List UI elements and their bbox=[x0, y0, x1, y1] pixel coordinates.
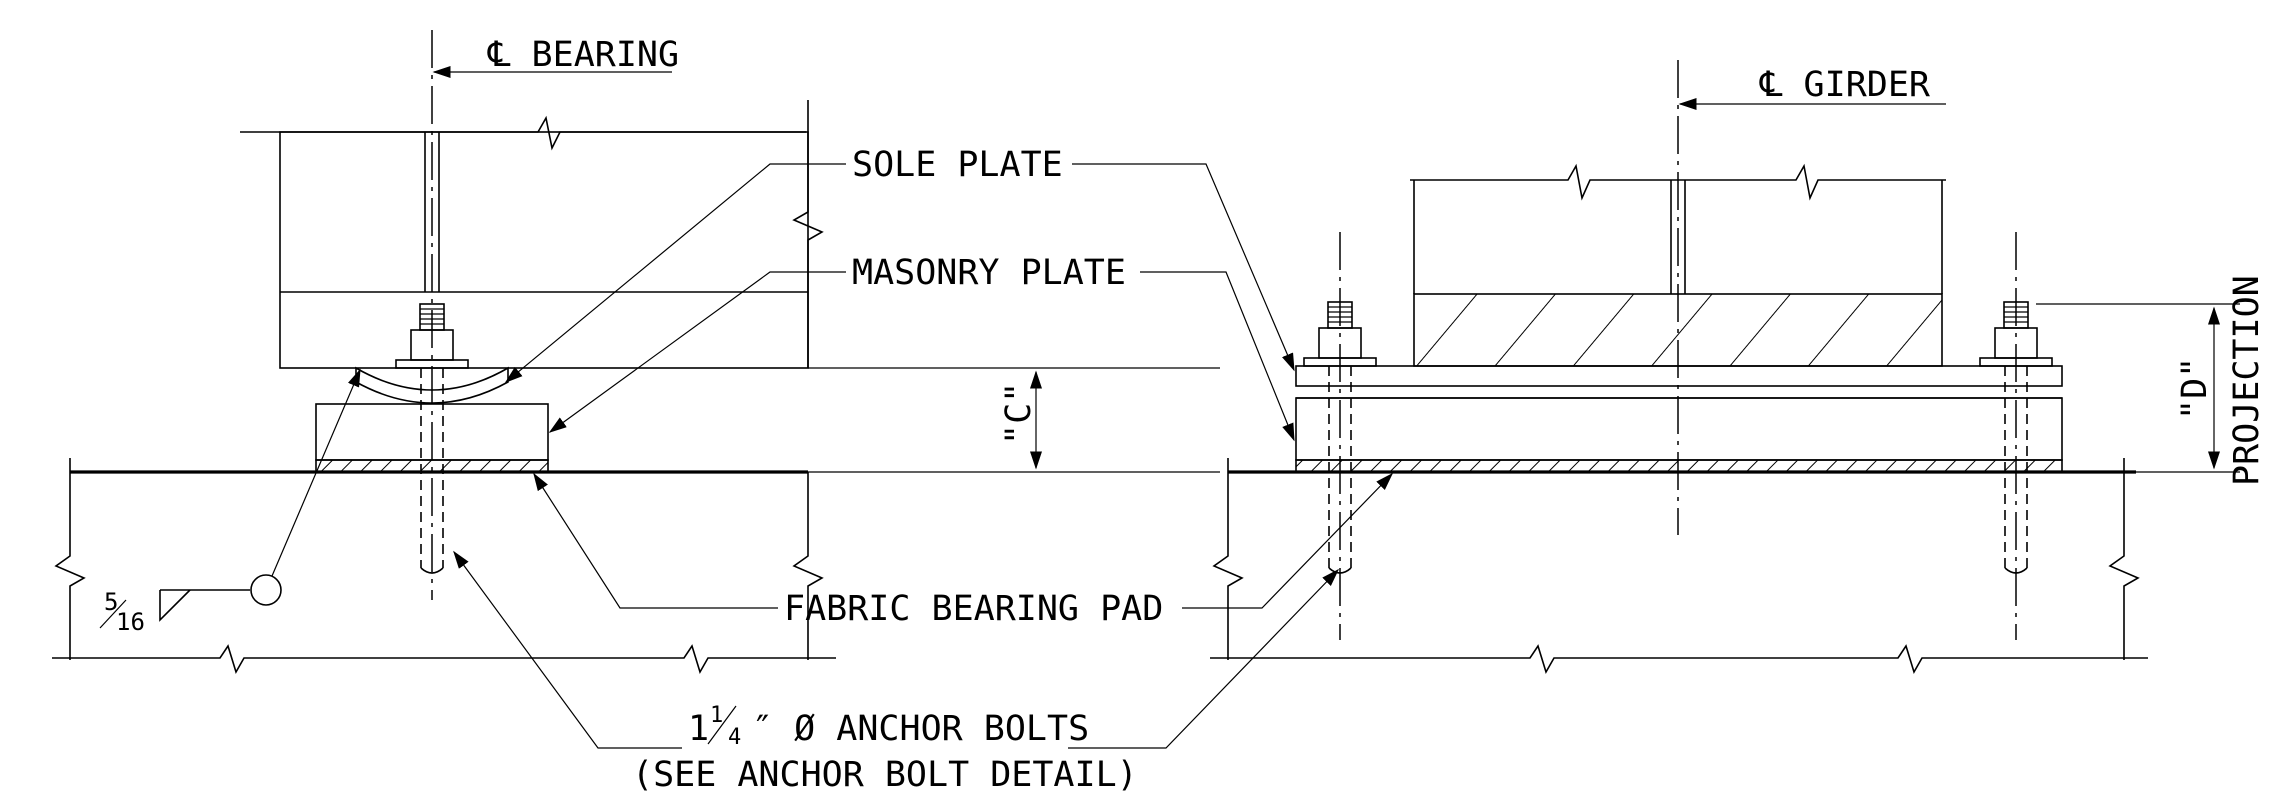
fabric-bearing-pad-left bbox=[315, 459, 549, 473]
masonry-plate-leader-right bbox=[1140, 271, 1295, 442]
girder-end-break-line bbox=[792, 100, 824, 368]
fabric-bearing-pad-label: FABRIC BEARING PAD bbox=[784, 589, 1163, 629]
right-seat-bottom-break bbox=[1210, 644, 2148, 675]
anchor-bolts-fraction-den: 4 bbox=[728, 725, 741, 750]
elastomeric-bearing bbox=[1413, 293, 1943, 367]
anchor-bolts-leader-right bbox=[1068, 568, 1340, 749]
right-girder-top-break-line bbox=[1410, 163, 1946, 201]
weld-leader bbox=[271, 368, 361, 577]
seat-bottom-break bbox=[52, 644, 836, 675]
weld-size-num: 5 bbox=[104, 588, 118, 616]
anchor-bolts-label: ″ Ø ANCHOR BOLTS bbox=[752, 709, 1089, 749]
fabric-pad-leader-right bbox=[1182, 472, 1394, 609]
sole-plate-leader-right bbox=[1072, 163, 1295, 372]
anchor-bolts-label-prefix: 1 bbox=[688, 709, 709, 749]
girder-flange bbox=[279, 131, 809, 369]
right-masonry-plate bbox=[1295, 397, 2063, 461]
seat-left-break bbox=[54, 458, 86, 660]
sole-plate-label: SOLE PLATE bbox=[852, 145, 1063, 185]
fabric-pad-leader-left bbox=[533, 472, 778, 609]
sole-plate-leader-left bbox=[504, 163, 846, 383]
right-bearing-assembly: "D" PROJECTION bbox=[1210, 60, 2267, 675]
anchor-bolts-leader-left bbox=[453, 550, 682, 749]
left-bearing-assembly: 5 16 "C" bbox=[52, 30, 1220, 675]
girder-top-break-line bbox=[240, 115, 806, 151]
right-sole-plate bbox=[1295, 365, 2063, 387]
seat-right-break bbox=[792, 472, 824, 660]
weld-size-den: 16 bbox=[116, 608, 145, 636]
callouts: ℄ BEARING ℄ GIRDER SOLE PLATE MASONRY PL… bbox=[432, 35, 1946, 795]
right-seat-right-break bbox=[2108, 458, 2140, 660]
dim-d-label: "D" bbox=[2175, 357, 2215, 420]
see-anchor-bolt-detail-label: (SEE ANCHOR BOLT DETAIL) bbox=[632, 755, 1138, 795]
right-seat-left-break bbox=[1212, 458, 1244, 660]
weld-all-around-circle bbox=[250, 574, 282, 606]
anchor-bolt-threads bbox=[419, 303, 445, 331]
cl-girder-label: ℄ GIRDER bbox=[1759, 65, 1931, 105]
anchor-bolt-end bbox=[420, 567, 444, 574]
masonry-plate-label: MASONRY PLATE bbox=[852, 253, 1126, 293]
anchor-bolts-fraction-num: 1 bbox=[710, 703, 723, 728]
anchor-bolt-washer bbox=[395, 359, 469, 369]
masonry-plate-leader-left bbox=[548, 271, 846, 433]
projection-label: PROJECTION bbox=[2227, 275, 2267, 486]
cl-bearing-label: ℄ BEARING bbox=[487, 35, 679, 75]
weld-symbol-fillet bbox=[159, 589, 191, 622]
fabric-bearing-pad-right bbox=[1295, 459, 2063, 473]
dim-c-label: "C" bbox=[999, 382, 1039, 445]
